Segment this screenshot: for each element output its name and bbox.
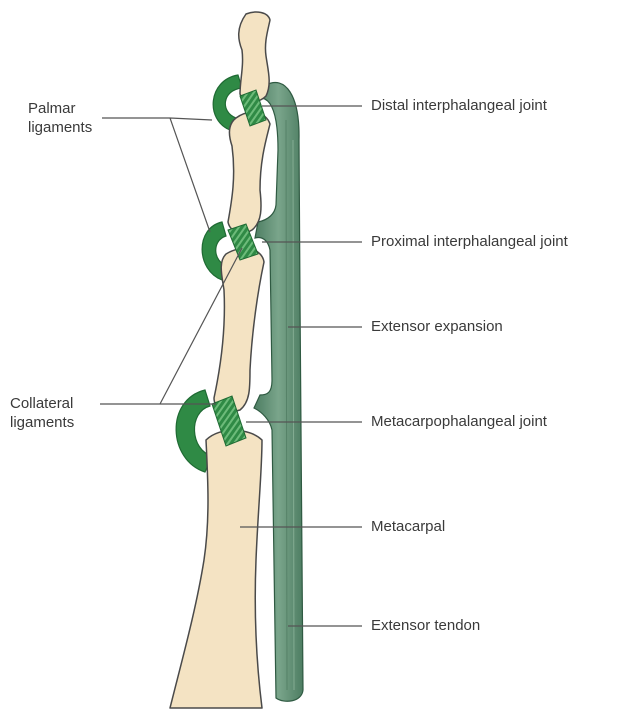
collateral-ligaments-label: Collateral ligaments — [10, 394, 74, 432]
extensor-tendon-label: Extensor tendon — [371, 616, 480, 635]
proximal-phalanx — [214, 248, 264, 411]
metacarpal-bone — [170, 430, 262, 708]
proximal-ip-joint-label: Proximal interphalangeal joint — [371, 232, 568, 251]
palmar-ligaments-label-line1: Palmar — [28, 99, 92, 118]
metacarpal-label: Metacarpal — [371, 517, 445, 536]
mcp-joint-label: Metacarpophalangeal joint — [371, 412, 547, 431]
distal-phalanx — [239, 12, 270, 102]
palmar-ligaments-label: Palmar ligaments — [28, 99, 92, 137]
leader-palmar-ligaments — [102, 118, 212, 232]
palmar-ligaments-label-line2: ligaments — [28, 118, 92, 137]
distal-ip-joint-label: Distal interphalangeal joint — [371, 96, 547, 115]
collateral-ligaments-label-line1: Collateral — [10, 394, 74, 413]
collateral-ligaments-label-line2: ligaments — [10, 413, 74, 432]
extensor-expansion-label: Extensor expansion — [371, 317, 503, 336]
extensor-expansion — [254, 82, 303, 701]
extensor-tendon — [254, 82, 303, 701]
middle-phalanx — [228, 112, 270, 232]
